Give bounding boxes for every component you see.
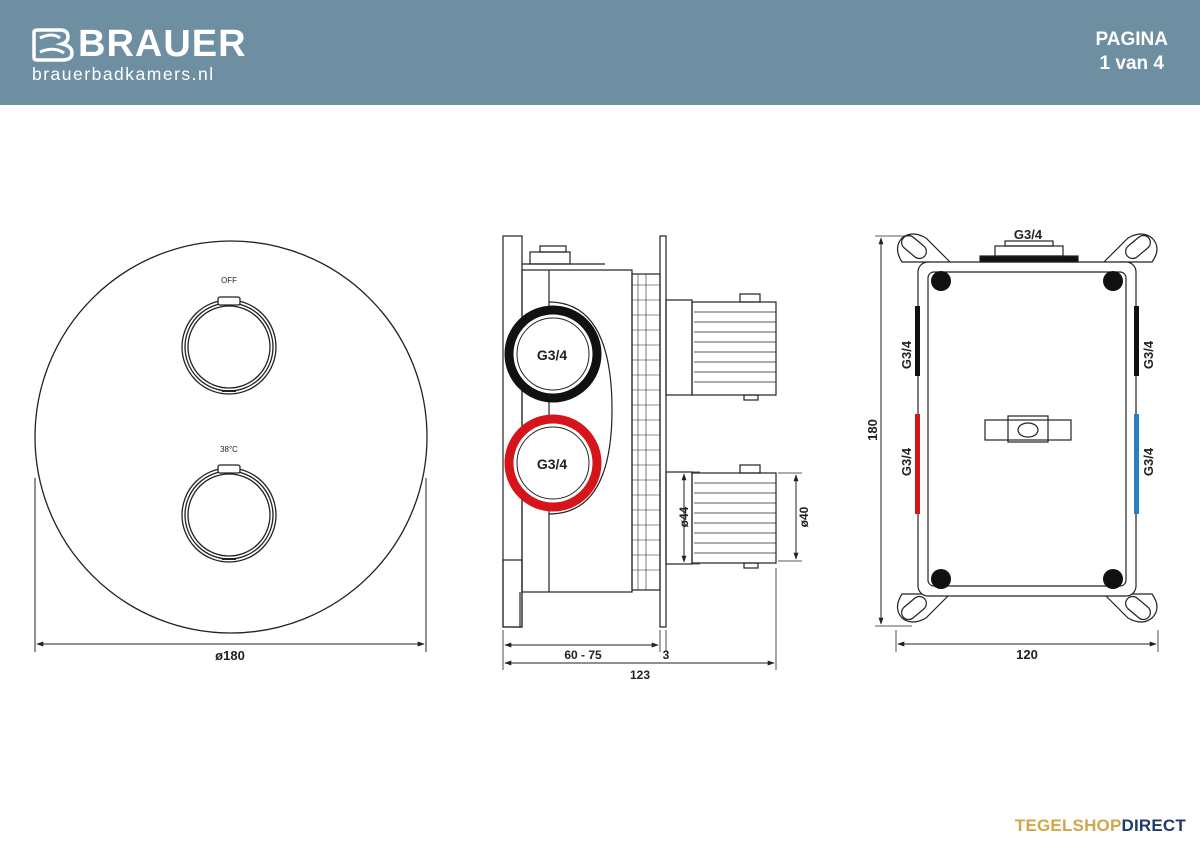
outlet-top-ring: [504, 305, 602, 403]
footer-brand[interactable]: TEGELSHOPDIRECT: [1015, 816, 1186, 836]
top-handle: [181, 296, 277, 395]
right-top-label: G3/4: [1141, 340, 1156, 369]
footer-brand-part1: TEGELSHOP: [1014, 816, 1122, 835]
back-bolts: [931, 271, 1123, 589]
top-connection-label: G3/4: [1014, 227, 1043, 242]
cover-plate: [34, 240, 428, 634]
upper-grip-lines: [694, 311, 776, 383]
page-indicator: PAGINA 1 van 4: [1096, 28, 1168, 76]
mounting-ear-tl: [896, 233, 951, 263]
outlet-bottom: [504, 414, 602, 512]
left-top-label: G3/4: [899, 340, 914, 369]
back-view: [875, 233, 1159, 652]
depth-dimension: 60 - 75: [564, 648, 602, 662]
brand-url[interactable]: brauerbadkamers.nl: [32, 64, 215, 84]
outlet-top: [504, 305, 602, 403]
side-view: [502, 235, 802, 670]
left-bottom-label: G3/4: [899, 447, 914, 476]
header-bar: BRAUER brauerbadkamers.nl PAGINA 1 van 4: [0, 0, 1200, 105]
handle-inner-dimension: ø40: [797, 506, 811, 527]
bottom-handle-label: 38°C: [220, 445, 238, 454]
total-depth-dimension: 123: [630, 668, 650, 682]
width-dimension: 120: [1016, 647, 1038, 662]
mounting-ear-tr: [1103, 233, 1158, 263]
mounting-ear-bl: [896, 593, 951, 623]
handle-diameter-dimension: ø44: [677, 506, 691, 527]
plate-dimension: 3: [663, 648, 670, 662]
footer-brand-part2: DIRECT: [1121, 816, 1186, 835]
brand-name: BRAUER: [78, 23, 247, 65]
outlet-top-label: G3/4: [537, 347, 568, 363]
right-bottom-label: G3/4: [1141, 447, 1156, 476]
diameter-dimension: ø180: [215, 648, 245, 663]
bottom-handle: [181, 464, 277, 563]
outlet-bottom-ring: [504, 414, 602, 512]
page-word: PAGINA: [1095, 29, 1168, 50]
brauer-logo-icon: [32, 28, 74, 62]
top-handle-label: OFF: [221, 276, 237, 285]
front-view: [34, 240, 428, 652]
height-dimension: 180: [865, 419, 880, 441]
page-number: 1 van 4: [1099, 53, 1164, 74]
mounting-ear-br: [1103, 593, 1158, 623]
outlet-bottom-label: G3/4: [537, 456, 568, 472]
lower-grip-lines: [694, 482, 776, 554]
thread-lines: [632, 274, 660, 590]
